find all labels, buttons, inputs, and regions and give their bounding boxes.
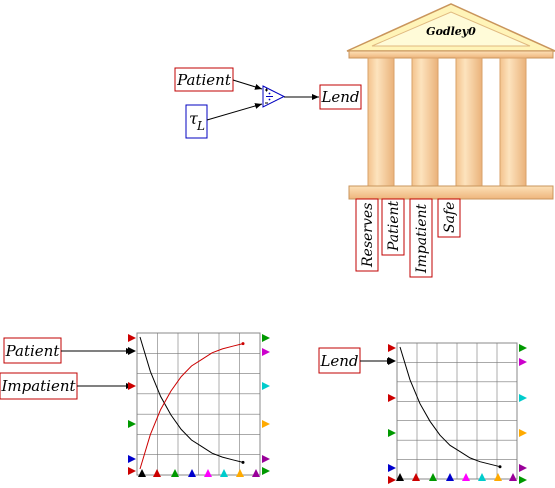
godley-column-label: Patient [386,200,402,252]
plot-port[interactable] [262,382,270,390]
variable-label: Patient [176,71,232,89]
plot-series-line [399,346,501,468]
variable-lend-bottom[interactable]: Lend [318,347,361,374]
plot-port[interactable] [153,469,161,477]
plot-port[interactable] [220,469,228,477]
bank-base [348,185,554,200]
variable-patient-bottom[interactable]: Patient [3,337,62,364]
plot-port[interactable] [128,420,136,428]
plot-port[interactable] [388,464,396,472]
plot-port[interactable] [128,455,136,463]
plot-series-endpoint [241,342,245,346]
plot-port[interactable] [138,469,146,477]
plot-port[interactable] [128,382,136,390]
plot-port[interactable] [128,347,136,355]
plot-port[interactable] [128,467,136,475]
godley-title: Godley0 [426,25,476,38]
plot-port[interactable] [262,467,270,475]
plot-port[interactable] [236,469,244,477]
godley-column-label: Safe [442,202,458,233]
wire-patient-to-divide[interactable] [232,79,263,90]
plot-series-endpoint [498,465,502,469]
plot-port[interactable] [171,469,179,477]
plot-port[interactable] [519,464,527,472]
godley-table[interactable]: Godley0 Reserves Patient Impatient Safe [346,3,555,278]
plot-port[interactable] [388,357,396,365]
plot-port[interactable] [429,473,437,481]
plot-port[interactable] [446,473,454,481]
plot-port[interactable] [519,358,527,366]
variable-lend-top[interactable]: Lend [319,84,362,110]
variable-label: Lend [320,88,359,106]
plot-port[interactable] [388,429,396,437]
variable-impatient[interactable]: Impatient [0,372,78,400]
plot-series-endpoint [241,460,245,464]
bank-column [367,57,395,187]
plot-port[interactable] [388,476,396,484]
godley-column-impatient[interactable]: Impatient [409,198,433,278]
plot-port[interactable] [262,348,270,356]
variable-patient-top[interactable]: Patient [174,67,234,92]
variable-label: Impatient [0,377,76,395]
bank-column [411,57,439,187]
divide-icon-dot [268,98,271,101]
plot-widget-patient-impatient[interactable] [128,332,270,477]
parameter-subscript: L [196,119,205,133]
plot-series-line [139,336,244,463]
plot-port[interactable] [388,344,396,352]
bank-column [455,57,483,187]
plot-port[interactable] [519,429,527,437]
plot-port[interactable] [519,394,527,402]
bank-pediment-inner [371,11,531,47]
parameter-tau-l[interactable]: τ L [185,104,208,139]
plot-port[interactable] [519,344,527,352]
godley-column-reserves[interactable]: Reserves [355,198,379,272]
plot-port[interactable] [262,334,270,342]
plot-port[interactable] [388,394,396,402]
plot-port[interactable] [509,473,517,481]
plot-port[interactable] [252,469,260,477]
variable-label: Patient [5,342,61,360]
bank-lintel [348,50,554,59]
divide-operator[interactable] [262,85,286,108]
plot-port[interactable] [188,469,196,477]
godley-column-safe[interactable]: Safe [437,198,461,238]
plot-port[interactable] [494,473,502,481]
plot-series-line [139,343,244,470]
parameter-symbol: τ [189,109,199,128]
plot-widget-lend[interactable] [388,342,527,484]
plot-port[interactable] [519,476,527,484]
bank-column [499,57,527,187]
plot-port[interactable] [204,469,212,477]
plot-port[interactable] [262,455,270,463]
plot-port[interactable] [396,473,404,481]
godley-column-patient[interactable]: Patient [381,198,405,256]
godley-column-label: Impatient [414,203,430,274]
divide-icon-dot [268,92,271,95]
plot-port[interactable] [262,420,270,428]
plot-port[interactable] [462,473,470,481]
plot-port[interactable] [478,473,486,481]
variable-label: Lend [319,352,358,370]
wire-tau-to-divide[interactable] [206,103,263,121]
plot-port[interactable] [412,473,420,481]
godley-column-label: Reserves [360,203,376,268]
plot-port[interactable] [128,334,136,342]
